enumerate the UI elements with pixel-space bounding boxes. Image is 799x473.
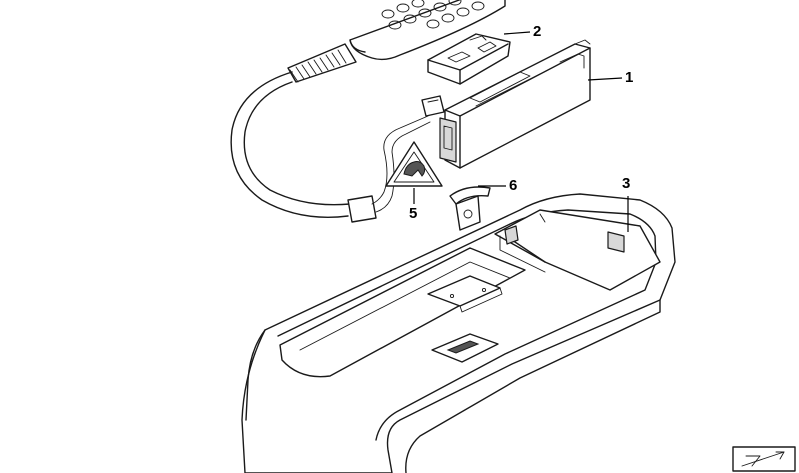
callout-2: 2 <box>533 23 542 40</box>
corner-logo-mark <box>732 446 796 472</box>
control-unit <box>439 39 591 169</box>
leader-lines <box>413 31 629 232</box>
callout-3: 3 <box>622 175 631 192</box>
callout-6: 5 <box>409 205 418 222</box>
handset-keypad <box>381 0 485 30</box>
coiled-cable <box>230 43 445 223</box>
phone-cradle <box>427 33 511 85</box>
warning-label <box>385 141 443 187</box>
callout-5: 6 <box>509 177 518 194</box>
handset <box>349 0 506 61</box>
small-cover <box>449 186 491 231</box>
callout-1: 1 <box>625 69 634 86</box>
center-console <box>241 193 676 473</box>
